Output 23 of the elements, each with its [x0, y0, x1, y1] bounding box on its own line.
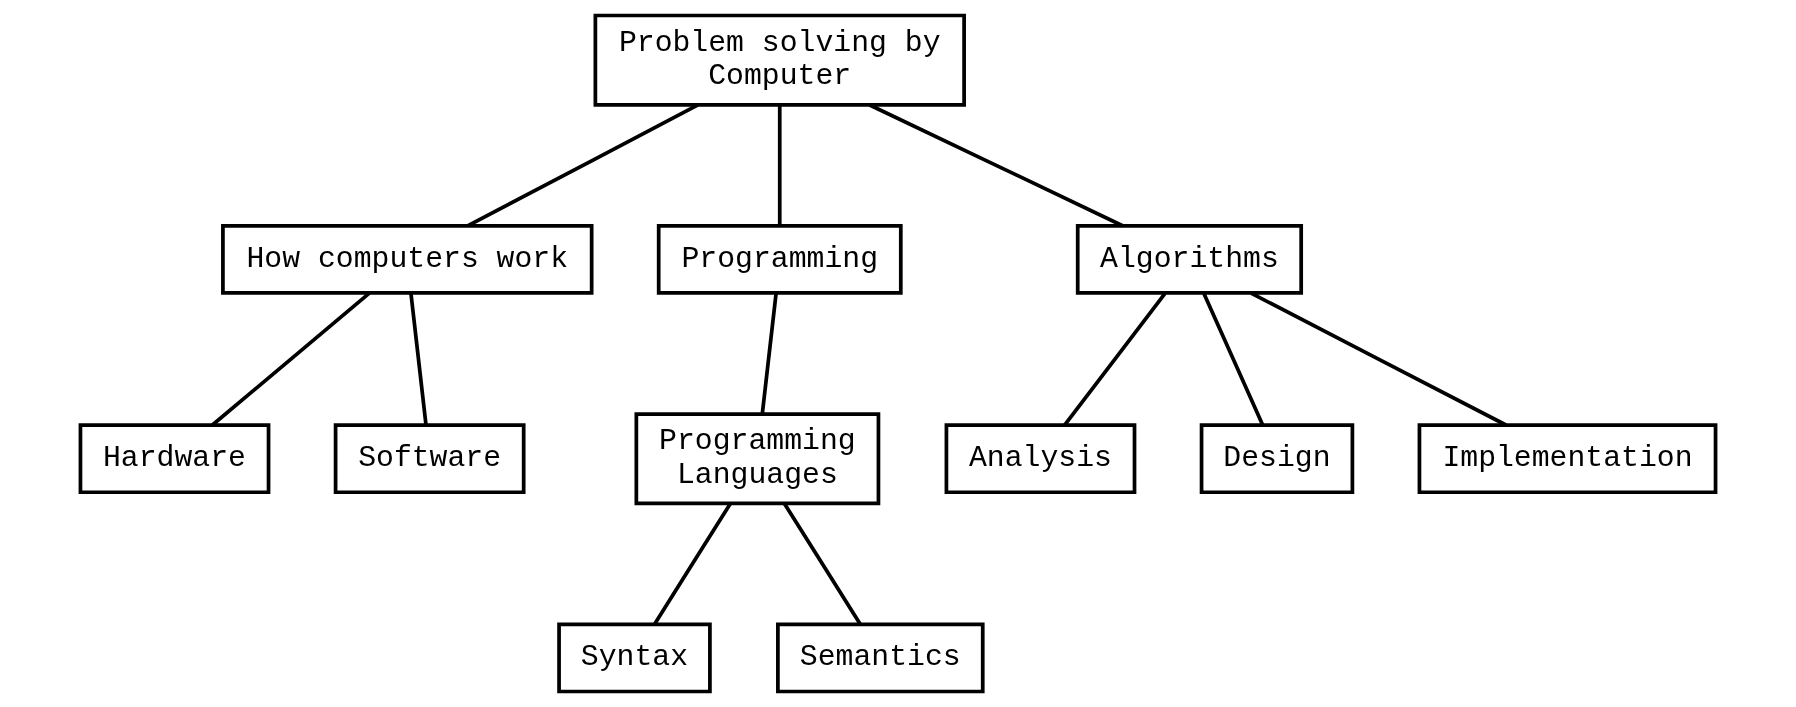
node-box: Hardware: [78, 423, 271, 495]
node-box: Software: [333, 423, 526, 495]
connector: [1250, 291, 1507, 427]
node-box: Problem solving by Computer: [593, 13, 966, 107]
connector: [1063, 292, 1167, 427]
connector: [652, 502, 732, 626]
node-box: Analysis: [944, 423, 1137, 495]
node-box: Implementation: [1417, 423, 1718, 495]
connector: [1202, 292, 1265, 426]
node-box: How computers work: [221, 224, 594, 295]
connector: [868, 103, 1124, 228]
connector: [782, 502, 862, 626]
node-box: Syntax: [557, 622, 712, 694]
connector: [211, 291, 371, 427]
node-box: Programming Languages: [634, 412, 881, 506]
node-box: Programming: [656, 224, 903, 295]
connector: [409, 293, 428, 426]
node-box: Semantics: [776, 622, 985, 694]
node-box: Algorithms: [1075, 224, 1304, 295]
connector: [467, 103, 699, 228]
connector: [777, 104, 782, 226]
node-box: Design: [1199, 423, 1355, 495]
connector: [760, 293, 778, 414]
